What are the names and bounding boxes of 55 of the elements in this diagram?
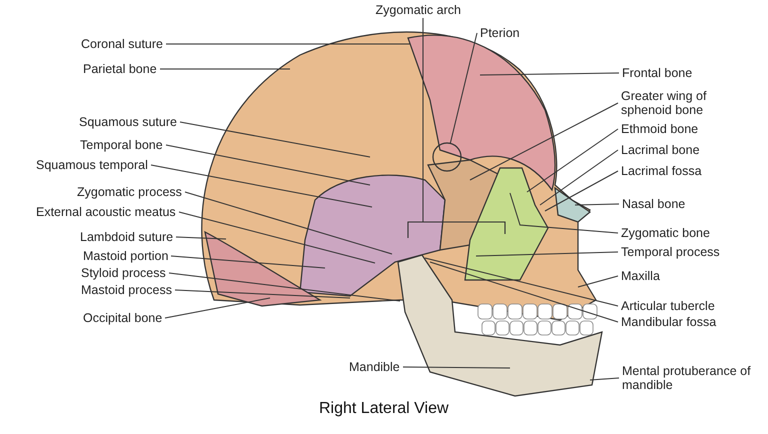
part-label: Zygomatic bone — [621, 226, 710, 240]
part-label: Nasal bone — [622, 197, 686, 211]
leader-line — [160, 68, 290, 70]
highlight-circle — [432, 142, 462, 172]
leader-line — [526, 128, 618, 192]
part-label: Greater wing of sphenoid bone — [621, 89, 729, 117]
part-label: Parietal bone — [83, 62, 157, 76]
leader-line — [170, 256, 326, 268]
leader-line — [540, 150, 618, 206]
part-label: Lambdoid suture — [80, 230, 174, 244]
leader-line — [150, 164, 372, 208]
leader-line — [480, 72, 620, 76]
part-label: Lacrimal fossa — [621, 164, 702, 178]
part-label: External acoustic meatus — [36, 205, 176, 219]
leader-line — [422, 18, 424, 222]
part-label: Coronal suture — [81, 37, 163, 51]
leader-line — [476, 252, 618, 256]
part-label: Mandibular fossa — [621, 315, 716, 329]
leader-line — [424, 258, 618, 306]
part-label: Lacrimal bone — [621, 143, 700, 157]
leader-line — [168, 272, 400, 302]
leader-line — [470, 102, 618, 180]
leader-line — [578, 276, 618, 288]
part-label: Mastoid process — [81, 283, 172, 297]
part-label: Ethmoid bone — [621, 122, 698, 136]
leader-line — [178, 212, 376, 264]
leader-line — [180, 122, 370, 158]
leader-line — [402, 366, 510, 368]
leader-line — [176, 236, 226, 240]
part-label: Zygomatic process — [77, 185, 182, 199]
leader-line — [166, 144, 370, 186]
part-label: Temporal bone — [80, 138, 163, 152]
leader-line — [174, 290, 350, 298]
part-label: Articular tubercle — [621, 299, 715, 313]
part-label: Zygomatic arch — [376, 3, 461, 17]
leader-line — [574, 204, 620, 206]
part-label: Squamous temporal — [36, 158, 148, 172]
part-label: Mandible — [349, 360, 400, 374]
bracket — [407, 221, 506, 238]
part-label: Mental protuberance of mandible — [622, 364, 752, 392]
leader-line — [510, 192, 618, 234]
caption: Right Lateral View — [319, 400, 449, 418]
part-label: Occipital bone — [83, 311, 162, 325]
part-label: Mastoid portion — [83, 249, 168, 263]
leader-line — [430, 262, 618, 322]
leader-line — [544, 170, 618, 212]
leader-line — [590, 378, 620, 380]
part-label: Pterion — [480, 26, 520, 40]
part-label: Squamous suture — [79, 115, 177, 129]
leader-line — [184, 192, 392, 254]
part-label: Maxilla — [621, 269, 660, 283]
part-label: Frontal bone — [622, 66, 692, 80]
part-label: Temporal process — [621, 245, 720, 259]
part-label: Styloid process — [81, 266, 166, 280]
leader-line — [164, 298, 270, 318]
